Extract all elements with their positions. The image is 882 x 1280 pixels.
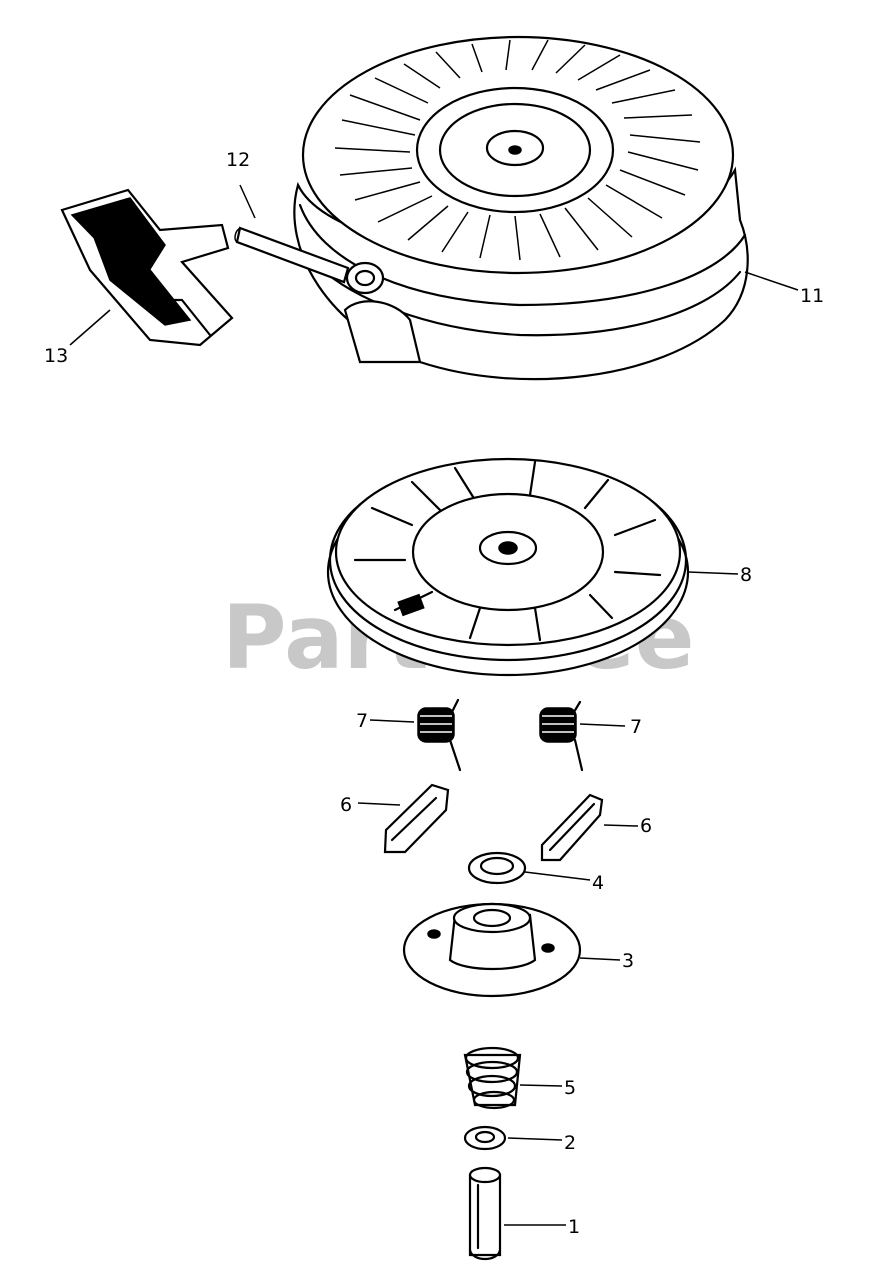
callout-2: 2 — [564, 1132, 576, 1154]
part-8-pulley: 8 — [326, 457, 752, 677]
part-5-spring: 5 — [463, 1046, 576, 1110]
callout-7b: 7 — [630, 716, 642, 738]
part-7-spring-left: 7 — [356, 698, 462, 772]
callout-13: 13 — [44, 345, 68, 367]
part-6-dog-left: 6 — [340, 783, 450, 854]
callout-4: 4 — [592, 872, 604, 894]
part-2-washer: 2 — [463, 1125, 576, 1154]
callout-5: 5 — [564, 1077, 576, 1099]
callout-7a: 7 — [356, 710, 368, 732]
callout-12: 12 — [226, 149, 250, 171]
part-1-pin: 1 — [468, 1166, 580, 1261]
callout-11: 11 — [800, 285, 824, 307]
part-11-starter-housing: 11 — [293, 35, 824, 381]
callout-6a: 6 — [340, 794, 352, 816]
callout-3: 3 — [622, 950, 634, 972]
callout-6b: 6 — [640, 815, 652, 837]
part-3-retainer: 3 — [402, 902, 634, 998]
callout-8: 8 — [740, 564, 752, 586]
part-7-spring-right: 7 — [539, 700, 642, 772]
part-6-dog-right: 6 — [540, 793, 652, 862]
callout-1: 1 — [568, 1216, 580, 1238]
part-4-washer: 4 — [467, 851, 604, 894]
part-12-starter-rope: 12 — [226, 149, 350, 284]
part-13-starter-handle: 13 — [44, 188, 234, 367]
